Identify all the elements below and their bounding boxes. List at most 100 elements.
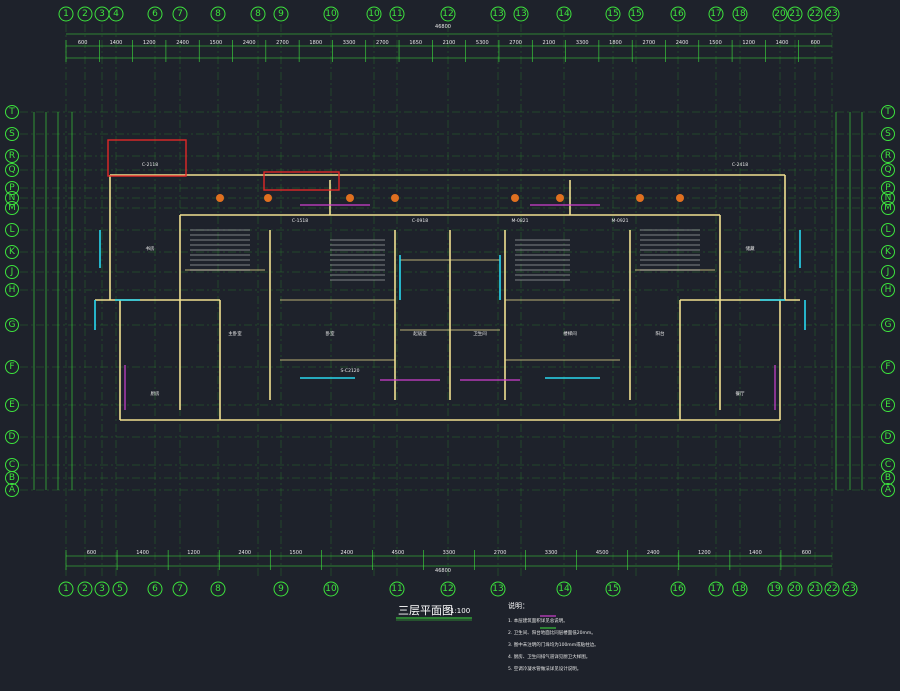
axis-bubble-right bbox=[881, 430, 895, 444]
room-label: 主卧室 bbox=[228, 330, 242, 337]
axis-label-right: S bbox=[885, 129, 891, 139]
axis-bubble-bottom bbox=[273, 581, 289, 597]
axis-bubble-bottom bbox=[440, 581, 456, 597]
drawing-title: 三层平面图 bbox=[398, 604, 453, 617]
axis-bubble-bottom bbox=[767, 581, 783, 597]
axis-label-bottom: 6 bbox=[152, 584, 158, 594]
dimension-value-top: 3300 bbox=[343, 40, 356, 46]
axis-label-left: H bbox=[9, 285, 16, 295]
sanitary-fixture bbox=[346, 194, 354, 202]
axis-bubble-top bbox=[490, 6, 506, 22]
window-tag: M-0821 bbox=[512, 218, 529, 224]
axis-bubble-right bbox=[881, 191, 895, 205]
axis-bubble-bottom bbox=[58, 581, 74, 597]
room-label: 阳台 bbox=[656, 330, 665, 337]
axis-label-top: 23 bbox=[826, 9, 837, 19]
axis-label-right: Q bbox=[884, 165, 891, 175]
axis-bubble-bottom bbox=[732, 581, 748, 597]
axis-label-left: Q bbox=[8, 165, 15, 175]
axis-label-right: E bbox=[885, 400, 891, 410]
axis-bubble-left bbox=[5, 430, 19, 444]
axis-bubble-top bbox=[440, 6, 456, 22]
axis-label-left: E bbox=[9, 400, 15, 410]
axis-label-top: 12 bbox=[442, 9, 453, 19]
dimension-value-top: 2400 bbox=[176, 40, 189, 46]
note-line: 2. 卫生间、阳台地面比同层楼面低20mm。 bbox=[508, 629, 596, 636]
axis-label-top: 8 bbox=[255, 9, 261, 19]
axis-label-left: K bbox=[9, 247, 16, 257]
axis-label-top: 1 bbox=[63, 9, 69, 19]
dimension-value-bottom: 1200 bbox=[187, 550, 200, 556]
axis-bubble-bottom bbox=[389, 581, 405, 597]
dimension-value-top: 1500 bbox=[210, 40, 223, 46]
axis-label-bottom: 13 bbox=[492, 584, 503, 594]
axis-label-right: C bbox=[885, 460, 891, 470]
dimension-value-top: 1650 bbox=[409, 40, 422, 46]
axis-bubble-top bbox=[670, 6, 686, 22]
axis-label-left: R bbox=[9, 151, 15, 161]
room-label: 餐厅 bbox=[736, 390, 745, 397]
dimension-value-bottom: 4500 bbox=[392, 550, 405, 556]
note-line: 5. 空调冷凝水管做法详见设计说明。 bbox=[508, 665, 581, 672]
window-tag: C-1518 bbox=[292, 218, 308, 224]
dimension-value-top: 1400 bbox=[776, 40, 789, 46]
title-block: 三层平面图 1:100 bbox=[396, 604, 472, 621]
sanitary-fixture bbox=[636, 194, 644, 202]
dimension-value-bottom: 1200 bbox=[698, 550, 711, 556]
axis-label-top: 21 bbox=[789, 9, 800, 19]
axis-bubble-top bbox=[787, 6, 803, 22]
axis-bubble-left bbox=[5, 283, 19, 297]
axis-bubble-top bbox=[323, 6, 339, 22]
dimension-value-top: 2700 bbox=[276, 40, 289, 46]
axis-label-bottom: 14 bbox=[558, 584, 570, 594]
dimension-value-top: 2100 bbox=[543, 40, 556, 46]
axis-label-left: T bbox=[8, 107, 15, 117]
axis-bubble-left bbox=[5, 471, 19, 485]
axis-label-top: 10 bbox=[368, 9, 380, 19]
axis-label-bottom: 15 bbox=[607, 584, 618, 594]
axis-label-right: D bbox=[885, 432, 892, 442]
axis-label-right: K bbox=[885, 247, 892, 257]
axis-bubble-bottom bbox=[172, 581, 188, 597]
drawing-scale: 1:100 bbox=[450, 607, 470, 615]
axis-bubble-right bbox=[881, 201, 895, 215]
axis-bubble-bottom bbox=[490, 581, 506, 597]
note-line: 4. 厨房、卫生间排气道详见厨卫大样图。 bbox=[508, 653, 590, 660]
axis-bubble-top bbox=[58, 6, 74, 22]
axis-bubble-top bbox=[147, 6, 163, 22]
axis-label-top: 10 bbox=[325, 9, 337, 19]
dimension-value-top: 1500 bbox=[709, 40, 722, 46]
axis-bubble-bottom bbox=[323, 581, 339, 597]
notes-heading: 说明： bbox=[508, 601, 529, 610]
axis-label-right: L bbox=[885, 225, 890, 235]
axis-label-left: M bbox=[8, 203, 16, 213]
axis-label-top: 9 bbox=[278, 9, 284, 19]
dimension-value-top: 3300 bbox=[576, 40, 589, 46]
axis-bubble-top bbox=[708, 6, 724, 22]
axis-label-top: 13 bbox=[492, 9, 503, 19]
axis-label-top: 14 bbox=[558, 9, 570, 19]
axis-label-bottom: 22 bbox=[826, 584, 837, 594]
axis-bubble-top bbox=[389, 6, 405, 22]
axis-label-left: S bbox=[9, 129, 15, 139]
dimension-value-top: 2700 bbox=[642, 40, 655, 46]
dimension-value-bottom: 2400 bbox=[647, 550, 660, 556]
axis-bubble-right bbox=[881, 318, 895, 332]
dimension-value-top: 2400 bbox=[243, 40, 256, 46]
note-line: 1. 本层建筑面积详见总说明。 bbox=[508, 617, 568, 624]
axis-label-top: 15 bbox=[630, 9, 641, 19]
axis-bubble-left bbox=[5, 105, 19, 119]
axis-bubble-top bbox=[108, 6, 124, 22]
window-tag: C-0918 bbox=[412, 218, 428, 224]
axis-label-left: C bbox=[9, 460, 15, 470]
axis-label-bottom: 2 bbox=[82, 584, 88, 594]
axis-bubble-bottom bbox=[824, 581, 840, 597]
axis-bubble-bottom bbox=[670, 581, 686, 597]
axis-label-right: N bbox=[885, 193, 892, 203]
axis-label-top: 7 bbox=[177, 9, 183, 19]
axis-bubble-top bbox=[250, 6, 266, 22]
axis-bubble-bottom bbox=[842, 581, 858, 597]
